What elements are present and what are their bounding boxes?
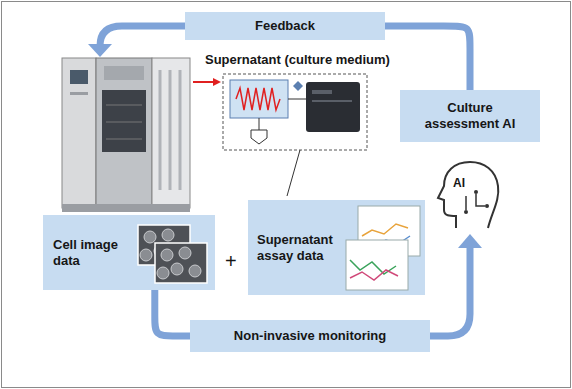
feedback-loop-arrow [88, 26, 185, 57]
culture-machine [102, 90, 146, 152]
culture-machine [104, 66, 144, 80]
culture-machine [70, 92, 88, 95]
monitoring-loop-arrow [430, 246, 470, 336]
culture-machine [179, 70, 182, 190]
cell-image-thumbnails [155, 243, 207, 283]
node-label: Culture assessment AI [415, 100, 525, 132]
culture-machine [62, 58, 96, 208]
monitoring-band: Non-invasive monitoring [190, 320, 430, 352]
cell-image-thumbnails [189, 265, 201, 277]
data-box: Cell image data [43, 215, 215, 290]
loop-connector [385, 26, 470, 90]
cell-image-thumbnails [179, 247, 191, 259]
sensor-unit [312, 90, 332, 94]
icon-label: AI [453, 176, 465, 190]
sensor-unit [288, 99, 306, 100]
assay-chart-thumbnails [350, 270, 398, 280]
sensor-unit [312, 100, 352, 102]
culture-machine [169, 70, 172, 190]
flow-arrow [193, 81, 214, 83]
culture-machine [106, 139, 142, 140]
ai-head-icon [438, 162, 498, 228]
ai-head-icon [464, 210, 468, 214]
culture-machine [62, 58, 190, 212]
culture-machine [106, 122, 142, 123]
culture-machine [106, 105, 142, 106]
cell-image-thumbnails [140, 249, 152, 261]
monitoring-loop-arrow [430, 234, 482, 336]
ai-head-icon [485, 204, 489, 208]
ai-head-icon [474, 190, 478, 194]
data-box: Supernatant assay data [248, 200, 425, 295]
culture-machine [62, 204, 190, 212]
sensor-unit [306, 82, 360, 132]
assay-chart-thumbnails [362, 224, 408, 236]
ai-head-icon [465, 196, 467, 210]
sensor-unit [223, 74, 367, 196]
sensor-unit [223, 74, 367, 150]
plus-sign: + [225, 250, 237, 273]
sensor-unit [230, 80, 288, 118]
stream-label: Supernatant (culture medium) [205, 52, 390, 67]
feedback-loop-arrow [88, 44, 112, 57]
sensor-unit [293, 81, 303, 91]
ai-head-icon [438, 162, 498, 228]
cell-image-thumbnails [161, 249, 173, 261]
node-label: Feedback [255, 18, 315, 34]
culture-machine [152, 58, 190, 208]
cell-image-thumbnails [157, 267, 169, 279]
sensor-unit [287, 150, 300, 196]
monitoring-loop-arrow [458, 234, 482, 248]
ai-box: Culture assessment AI [400, 90, 540, 142]
cell-image-thumbnails [162, 229, 174, 241]
node-label: Supernatant assay data [257, 232, 345, 264]
feedback-loop-arrow [100, 26, 185, 46]
feedback-band: Feedback [185, 12, 385, 40]
assay-chart-thumbnails [346, 240, 408, 290]
loop-connector [155, 290, 190, 336]
node-label: Non-invasive monitoring [234, 328, 386, 344]
ai-head-icon [476, 194, 485, 206]
node-label: Cell image data [53, 237, 133, 269]
cell-image-thumbnails [171, 263, 183, 275]
assay-chart-thumbnails [346, 240, 408, 290]
sensor-unit [236, 88, 280, 110]
cell-image-thumbnails [155, 243, 207, 283]
culture-machine [159, 70, 162, 190]
culture-machine [96, 58, 152, 208]
sensor-unit [251, 130, 267, 144]
flow-arrow [193, 78, 221, 86]
flow-arrow [213, 78, 221, 86]
culture-machine [70, 70, 88, 84]
sensor-unit [259, 118, 260, 130]
cell-image-thumbnails [144, 231, 156, 243]
